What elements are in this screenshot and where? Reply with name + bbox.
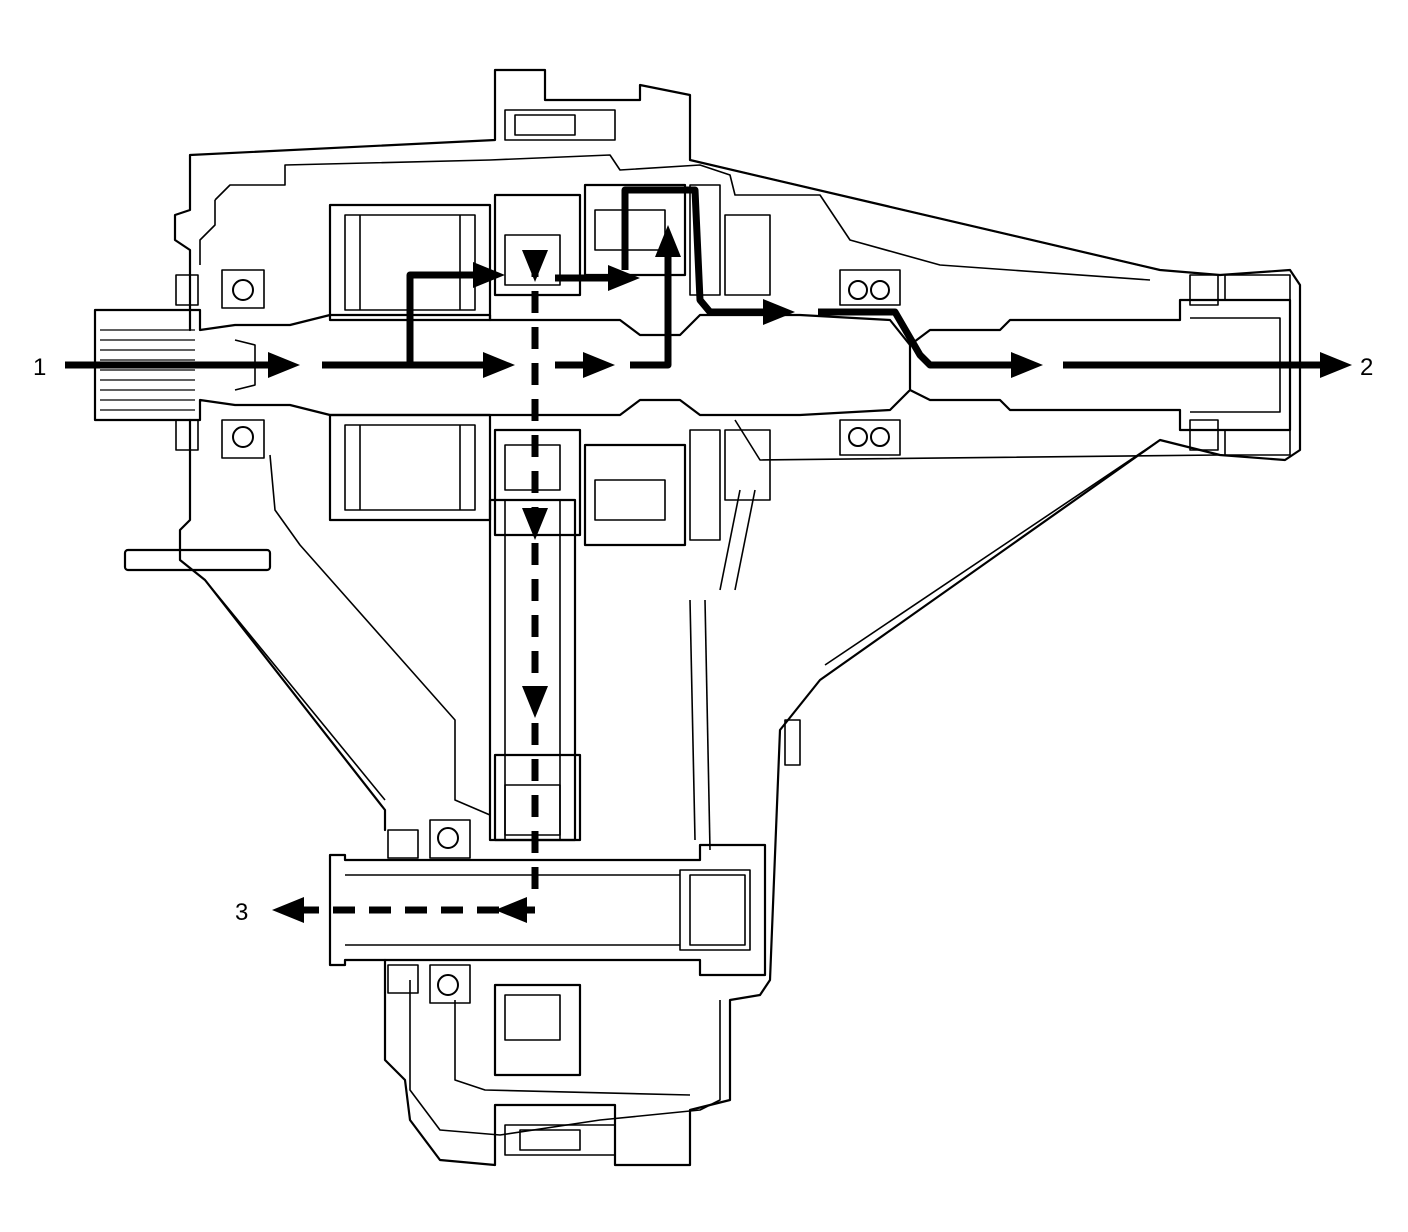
rear-upper-bearing-ball-1	[848, 280, 868, 300]
callout-input-label: 1	[33, 354, 46, 381]
input-spline	[100, 329, 195, 411]
power-flow-rear	[65, 186, 1352, 378]
flow-rear-output-arrowhead	[1320, 352, 1352, 378]
rear-lower-bearing-ball-1	[848, 427, 868, 447]
input-lower-bearing-ball	[232, 426, 254, 448]
rear-lower-seal	[1189, 419, 1219, 451]
power-flow-front	[272, 250, 548, 923]
rear-upper-seal	[1189, 274, 1219, 306]
clutch-pack	[583, 183, 771, 547]
front-upper-seal	[387, 829, 419, 859]
callout-rear-output-label: 2	[1360, 354, 1373, 381]
input-shaft	[93, 308, 912, 422]
input-lower-seal	[175, 419, 199, 451]
front-lower-bearing-ball	[437, 974, 459, 996]
rear-lower-bearing-ball-2	[870, 427, 890, 447]
front-output-shaft	[328, 843, 767, 977]
input-upper-seal	[175, 274, 199, 306]
bearings	[175, 269, 1219, 1004]
transfer-case-housing	[123, 68, 1302, 1167]
range-planetary	[328, 203, 492, 522]
callout-front-output-label: 3	[235, 899, 248, 926]
flow-front-output-arrowhead	[272, 897, 304, 923]
front-upper-bearing-ball	[437, 827, 459, 849]
rear-upper-bearing-ball-2	[870, 280, 890, 300]
input-upper-bearing-ball	[232, 279, 254, 301]
front-lower-seal	[387, 964, 419, 994]
flow-input-arrowhead	[268, 352, 300, 378]
